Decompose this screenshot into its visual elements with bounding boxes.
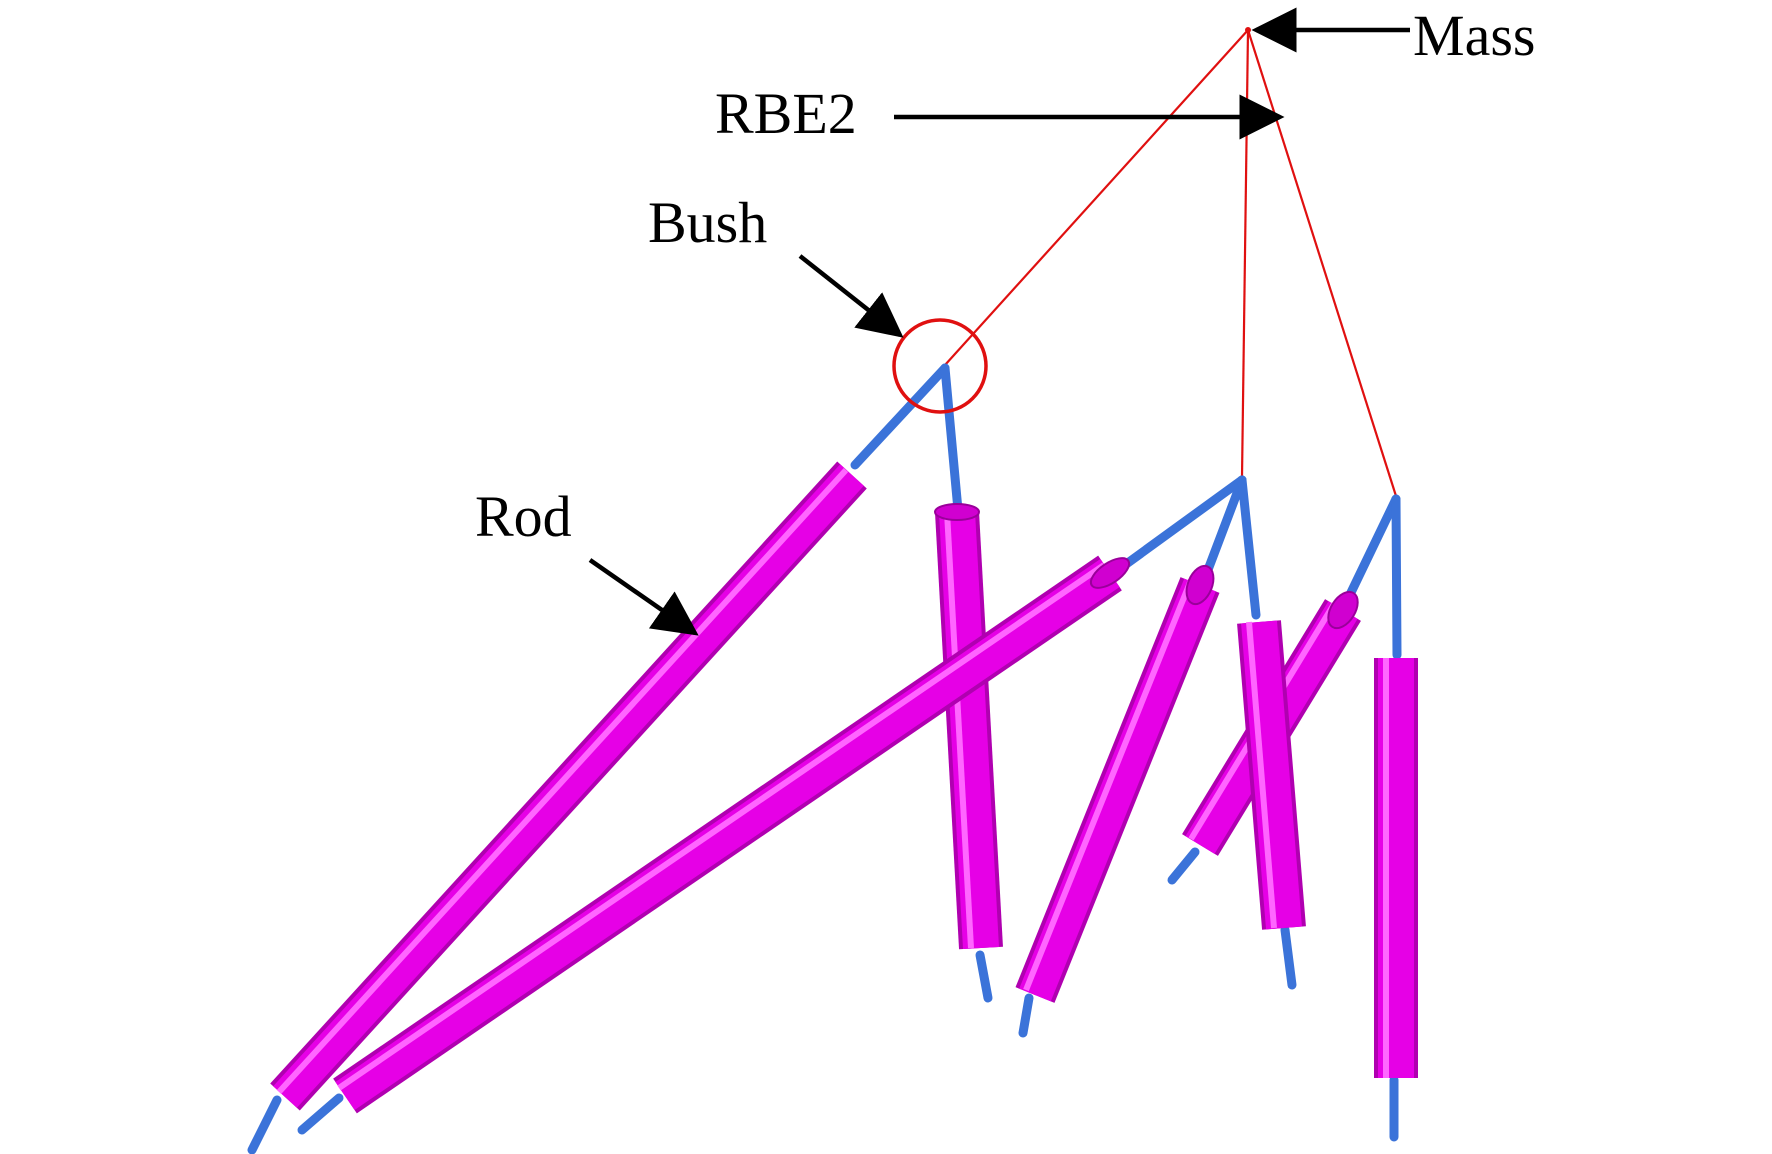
label-rbe2: RBE2	[715, 81, 857, 146]
rbe2-line-middle	[1240, 29, 1250, 478]
rod-2	[934, 503, 1003, 950]
bush-arrow	[798, 254, 904, 338]
label-mass: Mass	[1413, 3, 1535, 68]
rod-6	[1237, 620, 1306, 930]
rod-arrow	[588, 558, 699, 636]
bush-circle	[892, 318, 988, 414]
rod-cylinders	[270, 461, 1418, 1114]
rod-4	[1015, 564, 1220, 1003]
rbe2-lines	[944, 29, 1398, 497]
rod-1	[270, 461, 867, 1111]
link-rods	[247, 363, 1402, 1154]
rbe2-line-left	[944, 29, 1249, 366]
label-bush: Bush	[648, 190, 767, 255]
rbe2-line-right	[1246, 29, 1398, 497]
annotation-arrows	[588, 7, 1410, 636]
label-rod: Rod	[475, 484, 572, 549]
mass-node	[1245, 27, 1251, 33]
rod-3	[333, 555, 1131, 1114]
rod-7	[1374, 658, 1418, 1078]
